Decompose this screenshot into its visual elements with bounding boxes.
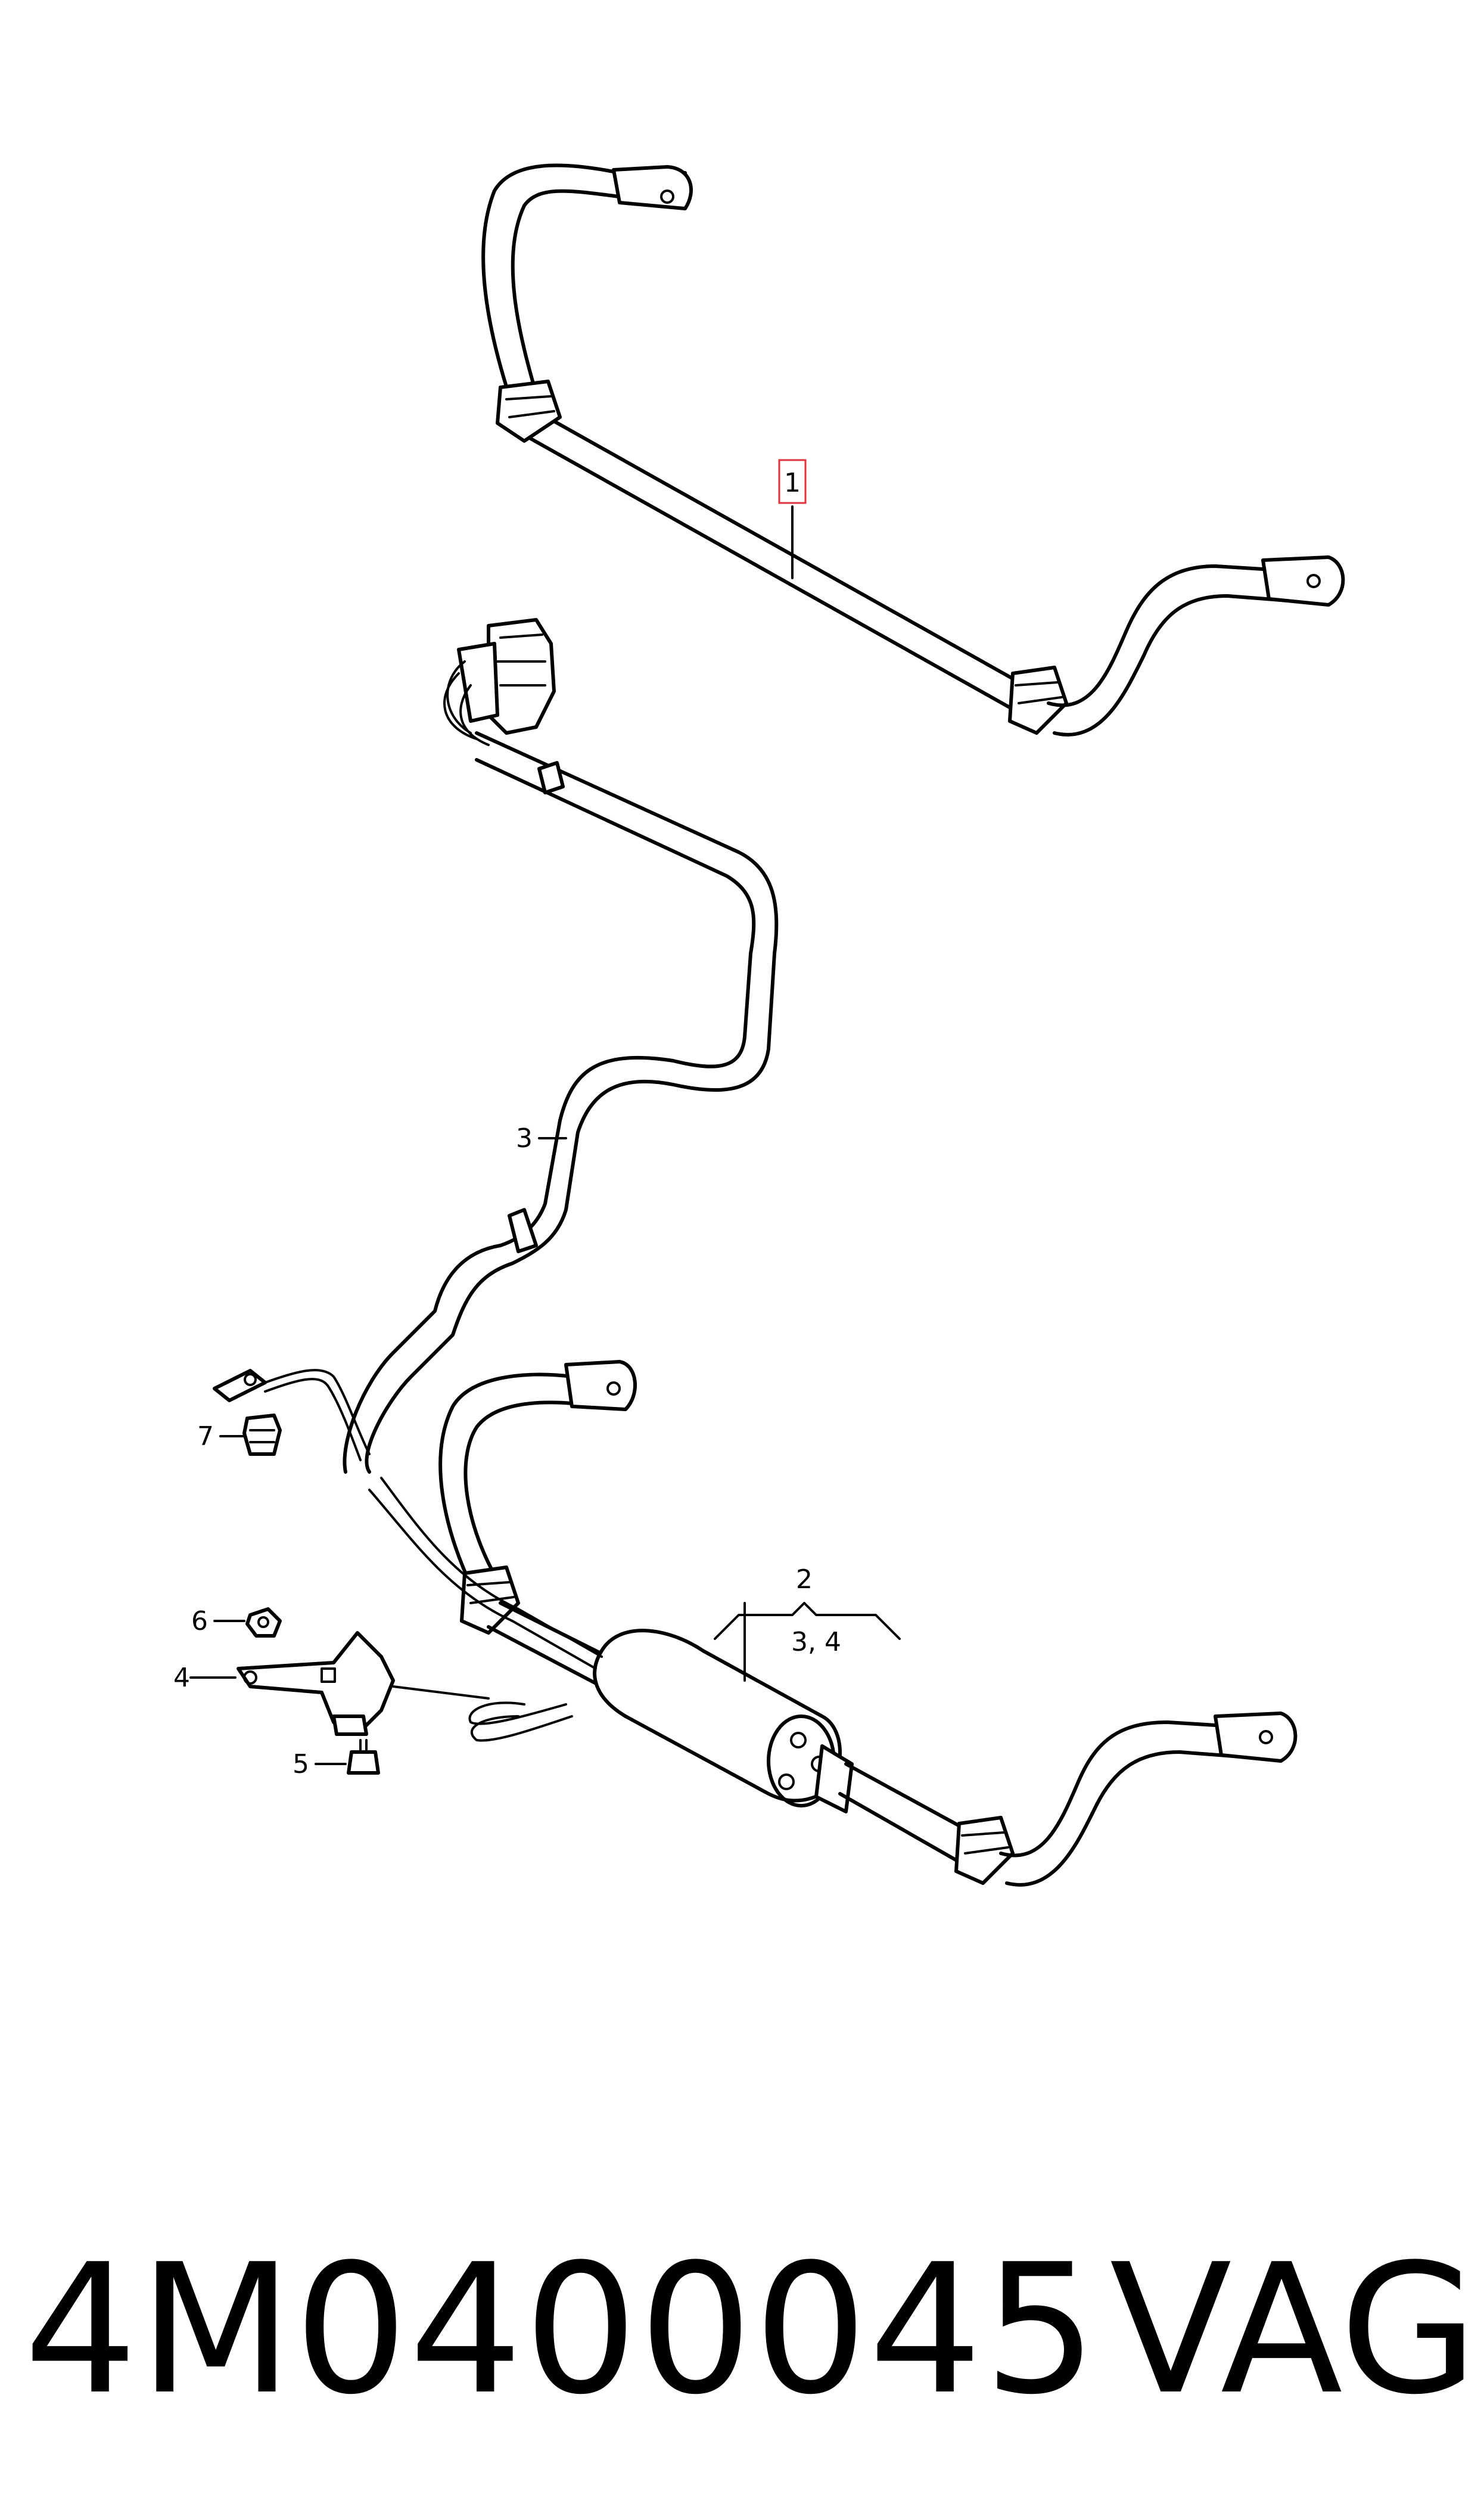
callout-6-label: 6 [191,1606,208,1636]
callout-2-sub-label: 3, 4 [791,1627,841,1657]
callout-2-label: 2 [796,1564,813,1595]
callout-4-label: 4 [173,1663,190,1693]
callout-5-label: 5 [293,1749,309,1779]
footer: 4M0400045 VAG [0,2205,1484,2455]
sensor-bracket: 4 [173,1631,490,1736]
stabilizer-bar-upper: 1 [481,163,1345,737]
exploded-parts-diagram: 1 3 [173,163,1345,1887]
callout-1-highlight [778,459,807,504]
nut: 6 [191,1606,282,1638]
part-number: 4M0400045 [24,2226,1099,2434]
callout-7-label: 7 [197,1421,214,1452]
stabilizer-bar-lower-assembly: 2 3, 4 [368,1360,1298,1887]
callout-1-label: 1 [784,468,801,498]
retaining-clip: 7 [197,1369,371,1461]
callout-3-label: 3 [516,1123,533,1154]
bolt: 5 [293,1739,380,1779]
brand-name: VAG [1109,2226,1478,2434]
wiring-harness: 3 [343,618,779,1474]
